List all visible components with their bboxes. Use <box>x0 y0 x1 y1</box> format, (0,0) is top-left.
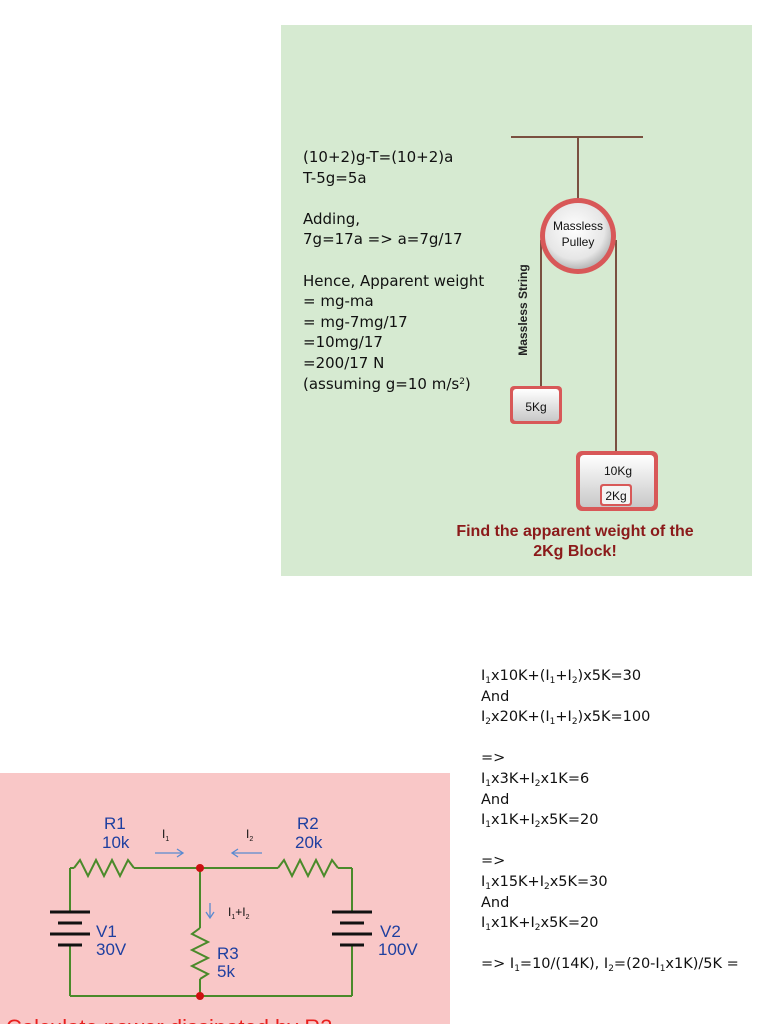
blank-line <box>303 188 484 209</box>
assume-text: (assuming g=10 m/s <box>303 374 460 393</box>
circuit-implies: => <box>481 853 506 870</box>
large-block <box>580 455 654 507</box>
circuit-eq1: I1x10K+(I1+I2)x5K=30 <box>481 668 642 686</box>
resistor-r2 <box>277 857 339 879</box>
pulley-adding: Adding, <box>303 209 361 228</box>
circuit-eq2: I2x20K+(I1+I2)x5K=100 <box>481 709 651 728</box>
v1-value: 30V <box>96 940 127 959</box>
r3-name: R3 <box>217 944 239 963</box>
circuit-and: And <box>481 688 510 705</box>
resistor-r1 <box>73 857 135 879</box>
resistor-r3 <box>189 927 211 980</box>
battery-v2 <box>332 910 372 947</box>
circuit-diagram: R1 10k R2 20k R3 5k V1 30V V2 100V I1 I2… <box>6 814 418 1024</box>
pulley-step4: =200/17 N <box>303 353 385 372</box>
pulley-label-line2: Pulley <box>562 235 595 249</box>
circuit-eq3: I1x3K+I2x1K=6 <box>481 770 590 789</box>
pulley-question-line1: Find the apparent weight of the <box>456 523 693 540</box>
pulley-inner <box>545 203 611 269</box>
pulley-label-line1: Massless <box>553 219 603 233</box>
current-arrow-i2 <box>230 848 262 858</box>
circuit-eq4: I1x1K+I2x5K=20 <box>481 812 599 831</box>
battery-v1 <box>50 910 90 947</box>
circuit-final: => I1=10/(14K), I2=(20-I1x1K)/5K = <box>481 956 739 975</box>
assume-close: ) <box>464 374 471 393</box>
pulley-solution: (10+2)g-T=(10+2)a T-5g=5a Adding, 7g=17a… <box>303 147 484 394</box>
pulley-step1: = mg-ma <box>303 292 374 311</box>
current-arrow-i3 <box>205 903 215 920</box>
i1-plus-i2-label: I1+I2 <box>228 905 250 921</box>
circuit-and: And <box>481 791 510 808</box>
current-arrow-i1 <box>155 848 185 858</box>
v2-name: V2 <box>380 922 401 941</box>
blank-line <box>481 934 739 955</box>
pulley-step3: =10mg/17 <box>303 333 383 352</box>
circuit-problem-panel <box>0 773 450 1024</box>
blank-line <box>481 831 739 852</box>
pulley-step2: = mg-7mg/17 <box>303 312 408 331</box>
circuit-implies: => <box>481 750 506 767</box>
small-block <box>513 389 559 421</box>
circuit-and: And <box>481 894 510 911</box>
circuit-solution: I1x10K+(I1+I2)x5K=30 And I2x20K+(I1+I2)x… <box>481 666 739 975</box>
bottom-node <box>196 992 204 1000</box>
string-label: Massless String <box>516 264 530 355</box>
small-block-label: 5Kg <box>525 400 546 414</box>
r3-value: 5k <box>217 962 235 981</box>
blank-line <box>303 250 484 271</box>
pulley-eq1: (10+2)g-T=(10+2)a <box>303 148 454 166</box>
circuit-question: Calculate power dissipated by R3 <box>6 1015 333 1024</box>
inner-block-label: 2Kg <box>605 489 626 503</box>
pulley-problem-panel <box>281 25 752 576</box>
pulley-hence: Hence, Apparent weight <box>303 271 485 290</box>
pulley-assumption: (assuming g=10 m/s2) <box>303 374 484 395</box>
pulley-diagram: Massless Pulley Massless String 5Kg 10Kg… <box>456 136 694 560</box>
r2-name: R2 <box>297 814 319 833</box>
pulley-eq2: T-5g=5a <box>303 168 367 187</box>
r2-value: 20k <box>295 833 323 852</box>
inner-block <box>602 486 630 504</box>
r1-value: 10k <box>102 833 130 852</box>
v2-value: 100V <box>378 940 418 959</box>
large-block-label: 10Kg <box>604 464 632 478</box>
top-node <box>196 864 204 872</box>
i2-label: I2 <box>246 827 253 843</box>
circuit-eq5: I1x15K+I2x5K=30 <box>481 873 608 892</box>
i1-label: I1 <box>162 827 169 843</box>
circuit-eq6: I1x1K+I2x5K=20 <box>481 915 599 934</box>
assume-exponent: 2 <box>459 376 465 387</box>
pulley-eq3: 7g=17a => a=7g/17 <box>303 230 463 249</box>
r1-name: R1 <box>104 814 126 833</box>
v1-name: V1 <box>96 922 117 941</box>
pulley-question-line2: 2Kg Block! <box>533 543 617 560</box>
blank-line <box>481 728 739 749</box>
